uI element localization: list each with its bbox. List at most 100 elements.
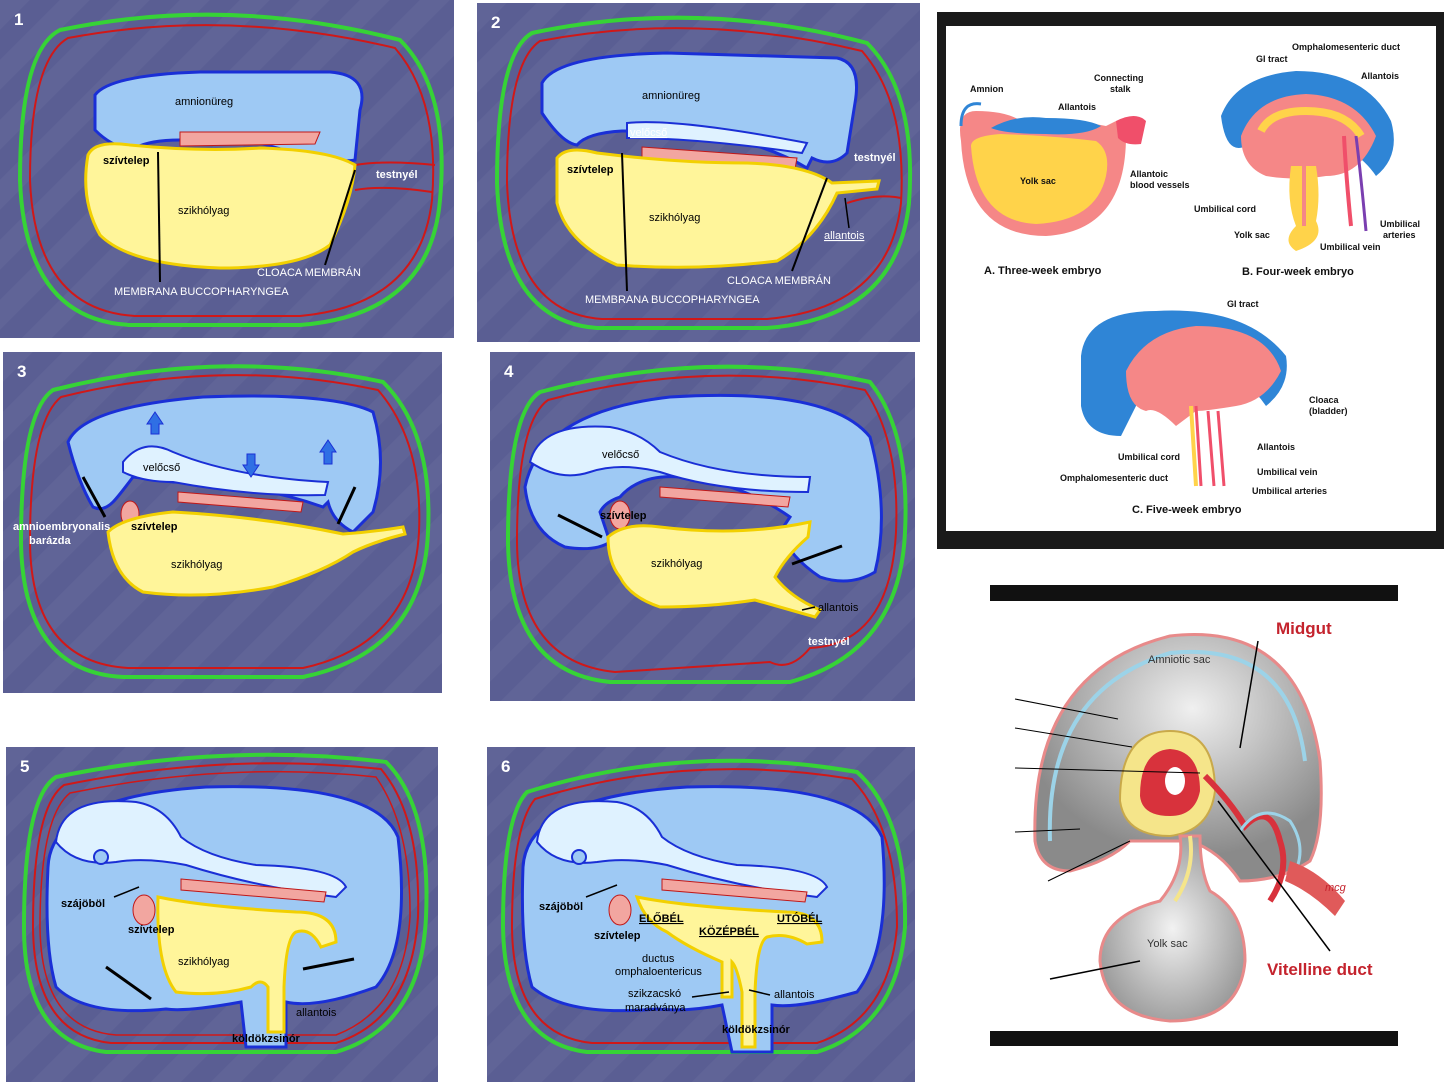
label-allantois: allantois [296,1007,337,1019]
diagram-panel-4: 4 velőcső szívtelep szikhólyag allantois… [490,352,915,701]
label-omd-c: Omphalomesenteric duct [1060,473,1168,483]
label-yolk: szikhólyag [171,559,222,571]
label-cord: köldökzsinór [232,1033,301,1045]
label-yolk-sac: Yolk sac [1147,938,1188,950]
label-neural: velőcső [630,127,667,139]
label-allantois-c: Allantois [1257,442,1295,452]
diagram-panel-3: 3 velőcső szívtelep szikhólyag amnioembr… [3,352,442,693]
panel-number: 5 [20,757,30,776]
panel-1-drawing: amnionüreg szívtelep szikhólyag testnyél… [17,12,444,327]
label-mouth: szájöböl [61,898,105,910]
label-heart: szívtelep [103,155,150,167]
label-allantois: allantois [774,989,815,1001]
label-amnion: Amnion [970,84,1004,94]
arrow-cloaca [791,177,828,272]
panel-3-drawing: velőcső szívtelep szikhólyag amnioembryo… [13,364,431,679]
label-cord: köldökzsinór [722,1024,791,1036]
panel-number: 3 [17,362,27,381]
label-groove2: barázda [29,535,71,547]
label-duct1: ductus [642,953,675,965]
label-rem2: maradványa [625,1002,686,1014]
label-hind: UTÓBÉL [777,912,823,925]
midgut-figure-drawing: Midgut Amniotic sac Yolk sac Vitelline d… [1014,619,1373,1023]
panel-number: 4 [504,362,514,381]
label-bucco: MEMBRANA BUCCOPHARYNGEA [114,286,289,298]
embryo-figure: Amnion Connecting stalk Allantois Yolk s… [946,26,1436,531]
label-stalk: testnyél [376,169,418,181]
label-vessels2: blood vessels [1130,180,1190,190]
label-groove1: amnioembryonalis [13,521,110,533]
label-amniotic-sac: Amniotic sac [1148,654,1211,666]
arrow-cloaca [324,169,356,266]
label-midgut: Midgut [1276,619,1332,638]
panel-number: 6 [501,757,511,776]
midgut-figure-top-bar [990,585,1398,601]
label-arteries-b1: Umbilical [1380,219,1420,229]
panel-4-drawing: velőcső szívtelep szikhólyag allantois t… [505,364,908,684]
label-mid: KÖZÉPBÉL [699,925,759,938]
label-yolk: szikhólyag [178,956,229,968]
label-yolk: szikhólyag [178,205,229,217]
diagram-panel-5: 5 szájöböl szívtelep szikhólyag allantoi… [6,747,438,1082]
label-allantois: allantois [818,602,859,614]
midgut-figure-bottom-bar [990,1031,1398,1046]
label-stalk: testnyél [854,152,896,164]
label-omd-b: Omphalomesenteric duct [1292,42,1400,52]
label-yolk: Yolk sac [1020,176,1056,186]
label-arteries-b2: arteries [1383,230,1416,240]
panel-2-drawing: amnionüreg velőcső szívtelep szikhólyag … [494,15,913,330]
label-heart: szívtelep [128,924,175,936]
label-bucco: MEMBRANA BUCCOPHARYNGEA [585,294,760,306]
label-amnion: amnionüreg [642,90,700,102]
label-heart: szívtelep [600,510,647,522]
label-cloaca: CLOACA MEMBRÁN [257,266,361,279]
label-heart: szívtelep [131,521,178,533]
label-gi-b: GI tract [1256,54,1288,64]
label-cloaca: CLOACA MEMBRÁN [727,274,831,287]
label-arteries-c: Umbilical arteries [1252,486,1327,496]
label-yolk: szikhólyag [649,212,700,224]
diagram-panel-6: 6 szájöböl szívtelep ELŐBÉL KÖZÉPBÉL UTÓ… [487,747,915,1082]
label-vein-c: Umbilical vein [1257,467,1318,477]
label-mouth: szájöböl [539,901,583,913]
label-allantois: Allantois [1058,102,1096,112]
label-vessels1: Allantoic [1130,169,1168,179]
arrow-allantois [844,197,850,229]
caption-c: C. Five-week embryo [1132,504,1242,516]
label-stalk2: stalk [1110,84,1132,94]
label-heart: szívtelep [594,930,641,942]
caption-a: A. Three-week embryo [984,265,1102,277]
label-neural: velőcső [602,449,639,461]
label-cord-b: Umbilical cord [1194,204,1256,214]
label-allantois-b: Allantois [1361,71,1399,81]
panel-number: 1 [14,10,24,29]
panel-5-drawing: szájöböl szívtelep szikhólyag allantois … [21,752,429,1054]
label-cloaca2: (bladder) [1309,406,1348,416]
label-gi-c: GI tract [1227,299,1259,309]
diagram-panel-2: 2 amnionüreg velőcső szívtelep szikhólya… [477,3,920,342]
label-rem1: szikzacskó [628,988,681,1000]
label-fore: ELŐBÉL [639,912,684,925]
label-vein-b: Umbilical vein [1320,242,1381,252]
panel-6-drawing: szájöböl szívtelep ELŐBÉL KÖZÉPBÉL UTÓBÉ… [500,758,908,1054]
arrow-bucco [157,151,161,283]
caption-b: B. Four-week embryo [1242,266,1354,278]
label-heart: szívtelep [567,164,614,176]
embryo-figure-drawing: Amnion Connecting stalk Allantois Yolk s… [959,42,1420,516]
label-duct2: omphaloentericus [615,966,702,978]
label-neural: velőcső [143,462,180,474]
label-amnion: amnionüreg [175,96,233,108]
label-cord-c: Umbilical cord [1118,452,1180,462]
label-yolk: szikhólyag [651,558,702,570]
label-vitelline-duct: Vitelline duct [1267,960,1373,979]
label-stalk: testnyél [808,636,850,648]
diagram-panel-1: 1 amnionüreg szívtelep szikhólyag testny… [0,0,454,338]
panel-number: 2 [491,13,501,32]
label-allantois: allantois [824,230,865,242]
label-yolk-b: Yolk sac [1234,230,1270,240]
arrow-bucco [621,152,628,292]
artist-signature: mcg [1325,882,1347,894]
midgut-figure: Midgut Amniotic sac Yolk sac Vitelline d… [990,601,1398,1031]
label-stalk1: Connecting [1094,73,1144,83]
label-cloaca1: Cloaca [1309,395,1340,405]
